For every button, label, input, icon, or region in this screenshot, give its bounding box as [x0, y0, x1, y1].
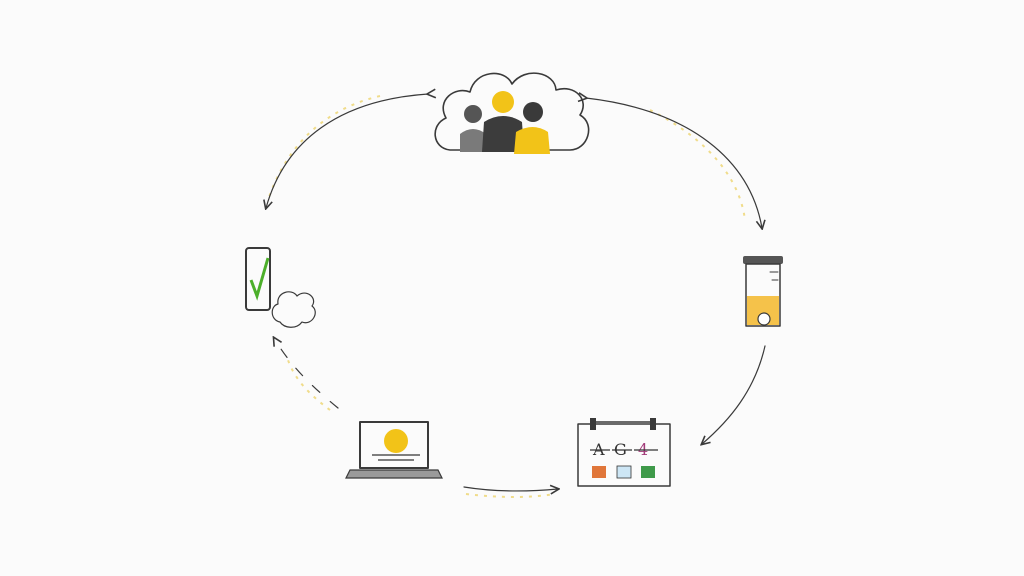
edge-laptop-to-calendar	[463, 487, 558, 498]
edge-cloud-to-jar	[586, 98, 762, 228]
phone-checkmark-icon	[245, 247, 316, 328]
edge-jar-to-calendar	[702, 345, 766, 444]
calendar-board-icon: A G 4	[577, 418, 671, 487]
cloud-with-people-icon	[434, 72, 590, 154]
laptop-icon	[345, 421, 443, 479]
edge-cloud-to-phone	[266, 94, 428, 208]
edge-laptop-to-phone	[274, 338, 339, 411]
container-jar-icon	[743, 256, 783, 327]
